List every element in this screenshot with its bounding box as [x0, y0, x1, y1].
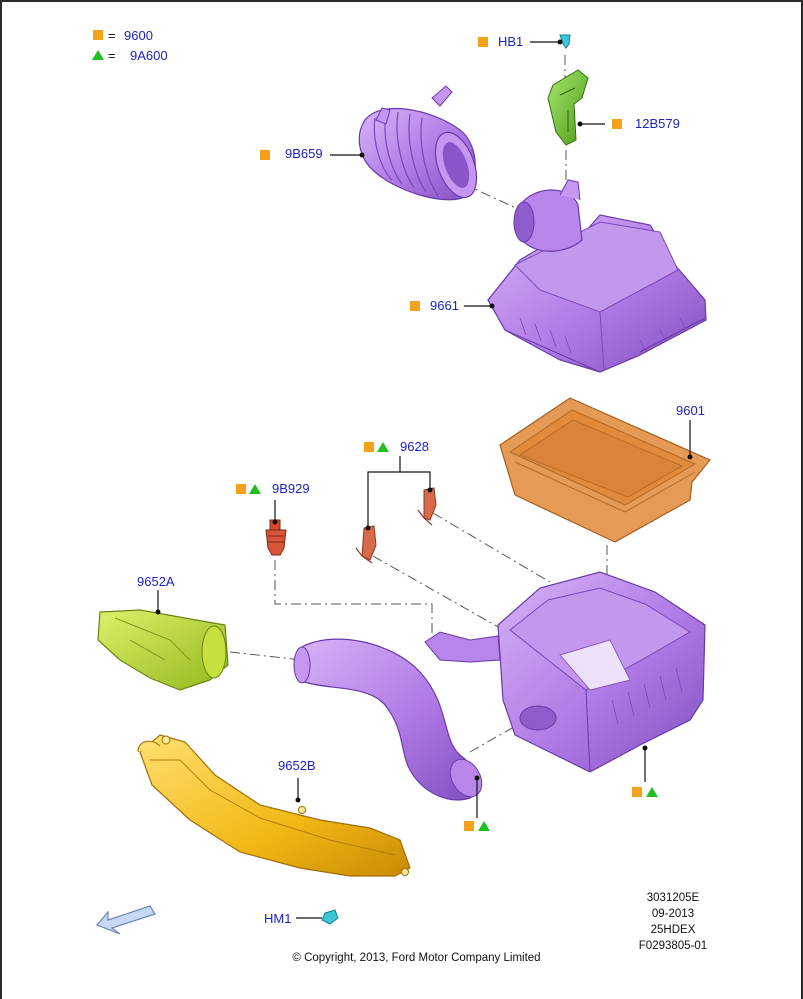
label-9661: 9661 — [430, 298, 459, 313]
leader-dots — [155, 39, 693, 803]
copyright-notice: © Copyright, 2013, Ford Motor Company Li… — [292, 952, 541, 964]
square-marker-icon — [260, 150, 270, 160]
legend: = 9600 = 9A600 — [92, 28, 168, 63]
square-marker-icon — [364, 442, 374, 452]
square-marker-icon — [612, 119, 622, 129]
sensor-9b929 — [265, 519, 287, 556]
bracket-12b579 — [547, 69, 589, 146]
triangle-marker-icon — [478, 821, 490, 831]
triangle-marker-icon — [377, 442, 389, 452]
hose-s-purple — [293, 638, 483, 801]
legend-equals-1: = — [108, 28, 116, 43]
label-hb1: HB1 — [498, 34, 523, 49]
label-9b659: 9B659 — [285, 146, 323, 161]
duct-9652a — [97, 609, 229, 691]
triangle-marker-icon — [92, 50, 104, 60]
hm1-fastener — [321, 909, 339, 925]
callout-markers — [236, 37, 658, 831]
square-marker-icon — [410, 301, 420, 311]
filter-9601 — [499, 397, 711, 543]
square-marker-icon — [236, 484, 246, 494]
drawing-number: 3031205E — [646, 892, 700, 904]
label-9b929: 9B929 — [272, 481, 310, 496]
housing-lower — [424, 571, 706, 773]
leader-lines — [157, 41, 691, 919]
label-9652a: 9652A — [137, 574, 175, 589]
label-9628: 9628 — [400, 439, 429, 454]
clips-9628 — [355, 487, 437, 564]
front-arrow-icon — [95, 905, 156, 935]
drawing-code: 25HDEX — [650, 924, 696, 936]
square-marker-icon — [464, 821, 474, 831]
top-border — [0, 0, 803, 2]
square-marker-icon — [632, 787, 642, 797]
legend-triangle-value: 9A600 — [130, 48, 168, 63]
drawing-info-block: 3031205E 09-2013 25HDEX F0293805-01 — [613, 890, 733, 954]
square-marker-icon — [93, 30, 103, 40]
right-border — [801, 0, 803, 999]
hose-9b659 — [358, 85, 478, 201]
square-marker-icon — [478, 37, 488, 47]
hb1-clip — [559, 34, 571, 49]
label-hm1: HM1 — [264, 911, 291, 926]
legend-equals-2: = — [108, 48, 116, 63]
cover-9661 — [487, 179, 707, 373]
triangle-marker-icon — [249, 484, 261, 494]
label-9601: 9601 — [676, 403, 705, 418]
legend-square-value: 9600 — [124, 28, 153, 43]
drawing-reference: F0293805-01 — [638, 940, 708, 952]
label-9652b: 9652B — [278, 758, 316, 773]
drawing-date: 09-2013 — [651, 908, 695, 920]
label-12b579: 12B579 — [635, 116, 680, 131]
duct-9652b — [137, 734, 411, 877]
left-border — [0, 0, 2, 999]
triangle-marker-icon — [646, 787, 658, 797]
